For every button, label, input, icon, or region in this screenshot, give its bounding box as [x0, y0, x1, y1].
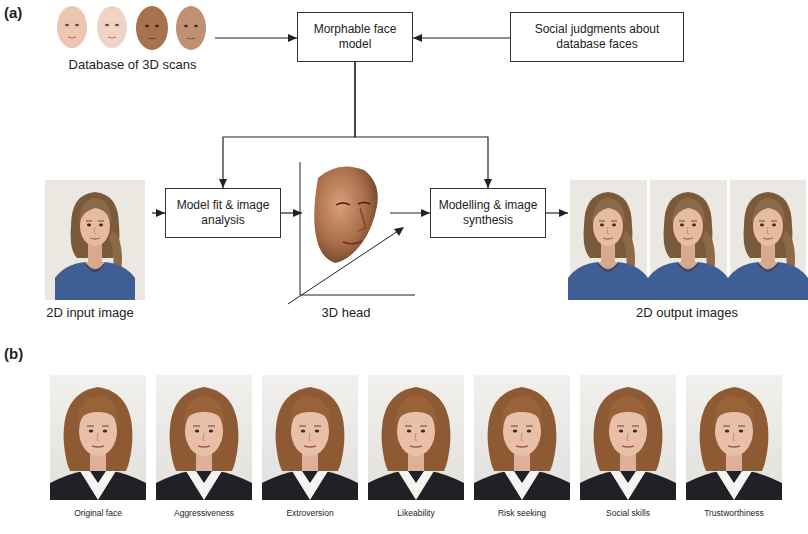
database-faces: [194, 25, 198, 27]
database-faces: [148, 38, 156, 39]
database-faces: [68, 37, 76, 38]
flow-arrow: [281, 212, 302, 213]
figure-label: Database of 3D scans: [69, 57, 197, 72]
portrait-row: [262, 375, 358, 500]
head-3d: [343, 241, 362, 244]
head-3d: [336, 203, 370, 206]
flow-arrow: [413, 37, 510, 38]
portrait-row: [156, 375, 252, 500]
database-faces: [108, 37, 116, 38]
input-photo: [55, 192, 135, 300]
portrait-caption: Social skills: [580, 508, 676, 518]
process-box: Social judgments about database faces: [510, 12, 684, 62]
output-images: 2D output images: [568, 178, 806, 322]
database-faces: [57, 6, 206, 50]
portrait-row: [474, 375, 570, 500]
head-axes: [288, 162, 415, 304]
input-image: 2D input image: [28, 178, 152, 322]
database-faces: [136, 6, 168, 50]
portrait-caption: Risk seeking: [474, 508, 570, 518]
output-photos: [568, 192, 648, 300]
database-faces: [105, 24, 109, 26]
box-label: Morphable face model: [304, 22, 406, 52]
portrait-row: [580, 375, 676, 500]
portrait-row: [686, 375, 782, 500]
output-photos: [568, 180, 808, 300]
portrait-caption: Trustworthiness: [686, 508, 782, 518]
database-faces: [155, 25, 159, 27]
database-faces: [184, 25, 188, 27]
box-label: Social judgments about database faces: [517, 22, 677, 52]
output-photos: [728, 192, 808, 300]
output-photos: [648, 192, 728, 300]
portrait-row: [368, 375, 464, 500]
head-axes: [300, 295, 415, 296]
box-label: Model fit & image analysis: [172, 198, 274, 228]
flow-arrow: [355, 62, 488, 188]
panel-letter: (b): [4, 345, 34, 362]
database-faces: [187, 38, 195, 39]
scan-database: Database of 3D scans: [50, 2, 215, 74]
process-box: Modelling & image synthesis: [430, 188, 546, 238]
database-faces: [145, 25, 149, 27]
head-3d: [314, 166, 378, 263]
database-faces: [176, 6, 206, 50]
figure-label: 3D head: [321, 305, 370, 320]
database-faces: [97, 6, 127, 48]
database-faces: [57, 6, 87, 48]
flow-arrow: [223, 62, 355, 188]
process-box: Model fit & image analysis: [165, 188, 281, 238]
portrait-caption: Aggressiveness: [156, 508, 252, 518]
head-model: 3D head: [302, 160, 390, 322]
flow-arrow: [215, 37, 297, 38]
flow-arrow: [546, 212, 568, 213]
database-faces: [75, 24, 79, 26]
portrait-caption: Original face: [50, 508, 146, 518]
head-3d: [358, 208, 366, 231]
figure-label: 2D output images: [636, 305, 738, 320]
panel-letter: (a): [4, 4, 34, 21]
figure-label: 2D input image: [46, 305, 133, 320]
portrait-caption: Extroversion: [262, 508, 358, 518]
input-photo: [45, 180, 145, 300]
database-faces: [97, 6, 127, 48]
head-axes: [300, 162, 301, 295]
box-label: Modelling & image synthesis: [437, 198, 539, 228]
database-faces: [176, 6, 206, 50]
portrait-caption: Likeability: [368, 508, 464, 518]
database-faces: [57, 6, 87, 48]
process-box: Morphable face model: [297, 12, 413, 62]
flow-arrow: [152, 212, 165, 213]
database-faces: [65, 24, 69, 26]
flow-arrow: [390, 212, 430, 213]
database-faces: [136, 6, 168, 50]
head-3d: [314, 166, 378, 263]
head-axes: [394, 227, 404, 236]
portrait-row: [50, 375, 146, 500]
portrait-row: [50, 375, 782, 500]
input-photo: [45, 180, 145, 300]
database-faces: [115, 24, 119, 26]
